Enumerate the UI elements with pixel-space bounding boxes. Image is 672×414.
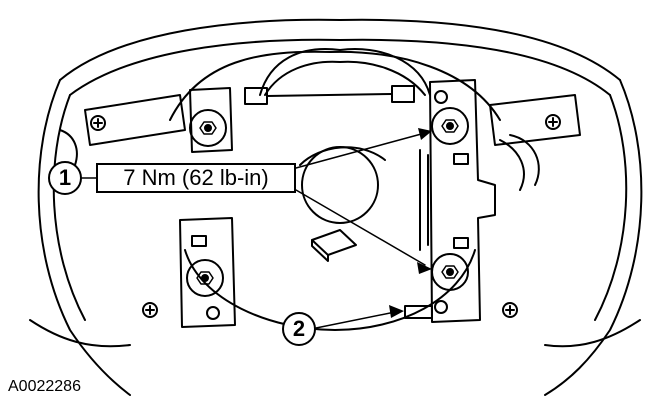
left-upper-bracket — [189, 87, 233, 153]
right-mounting-bracket — [404, 79, 496, 323]
steering-wheel-rim — [29, 18, 643, 396]
callout-1: 1 — [48, 161, 82, 195]
arrowheads — [389, 128, 432, 318]
torque-spec-label: 7 Nm (62 lb-in) — [96, 163, 296, 193]
left-lower-bracket — [179, 217, 236, 328]
small-module — [311, 229, 357, 262]
left-spoke — [59, 94, 186, 166]
right-spoke — [489, 94, 581, 191]
figure-id: A0022286 — [8, 378, 81, 395]
leader-lines — [81, 132, 426, 329]
bottom-bolts — [142, 302, 518, 318]
wiring-harness — [244, 48, 431, 105]
callout-2: 2 — [282, 312, 316, 346]
